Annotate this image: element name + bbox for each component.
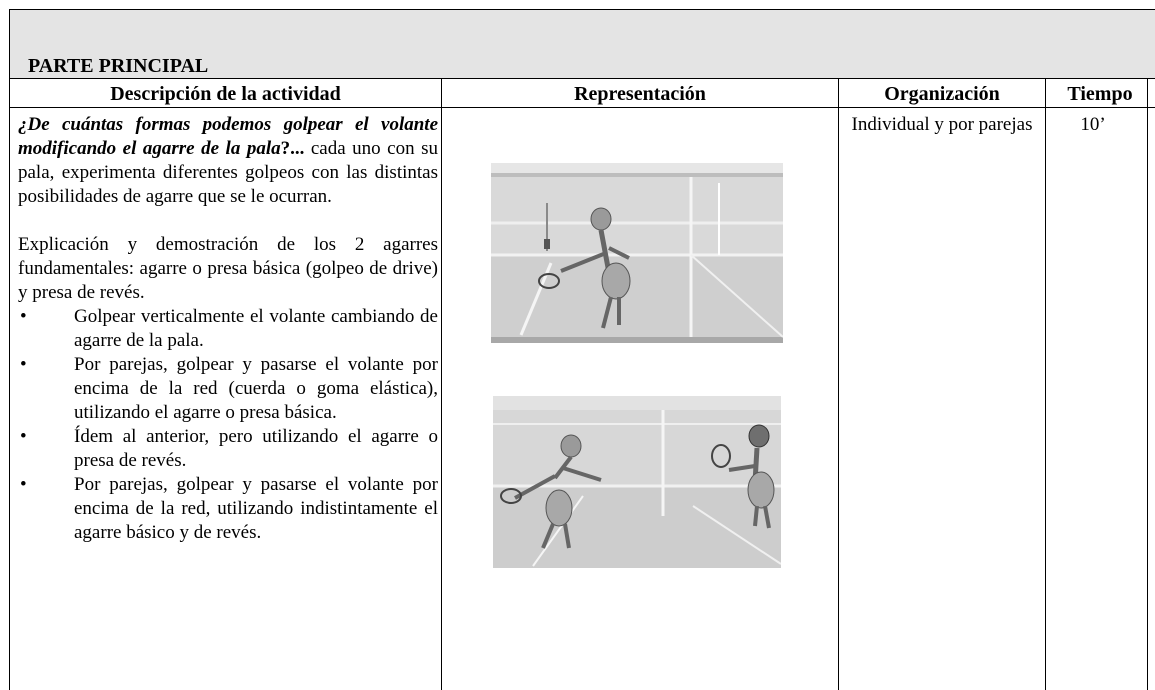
column-header-tiempo: Tiempo <box>1067 83 1133 105</box>
column-header-descripcion: Descripción de la actividad <box>110 83 341 105</box>
activity-intro-text: cada uno con su pala, experimenta difere… <box>18 138 438 207</box>
activity-explanation: Explicación y demostración de los 2 agar… <box>18 234 438 303</box>
section-header: PARTE PRINCIPAL <box>9 9 1155 78</box>
col-divider-1 <box>441 78 442 690</box>
bullet-icon: • <box>20 474 27 495</box>
column-header-representacion: Representación <box>574 83 706 105</box>
table-left-border <box>9 9 10 690</box>
list-item: •Por parejas, golpear y pasarse el volan… <box>20 474 438 543</box>
column-header-organizacion: Organización <box>884 83 1000 105</box>
table-top-line <box>9 78 1155 79</box>
col-divider-2 <box>838 78 839 690</box>
section-title: PARTE PRINCIPAL <box>28 55 209 77</box>
header-row-line <box>9 107 1155 108</box>
activity-exercise-list: •Golpear verticalmente el volante cambia… <box>18 305 438 545</box>
bullet-icon: • <box>20 354 27 375</box>
activity-question-end: ?... <box>280 138 305 159</box>
organizacion-value: Individual y por parejas <box>851 114 1033 135</box>
activity-intro: ¿De cuántas formas podemos golpear el vo… <box>18 113 438 209</box>
badminton-single-player-illustration <box>491 163 783 343</box>
list-item: •Golpear verticalmente el volante cambia… <box>20 306 438 351</box>
col-divider-3 <box>1045 78 1046 690</box>
badminton-two-players-illustration <box>493 396 781 568</box>
tiempo-value: 10’ <box>1080 114 1106 135</box>
activity-question: ¿De cuántas formas podemos golpear el vo… <box>18 114 438 159</box>
col-divider-4 <box>1147 78 1148 690</box>
bullet-icon: • <box>20 306 27 327</box>
list-item: •Ídem al anterior, pero utilizando el ag… <box>20 426 438 471</box>
activity-description: ¿De cuántas formas podemos golpear el vo… <box>18 113 438 545</box>
list-item: •Por parejas, golpear y pasarse el volan… <box>20 354 438 423</box>
bullet-icon: • <box>20 426 27 447</box>
